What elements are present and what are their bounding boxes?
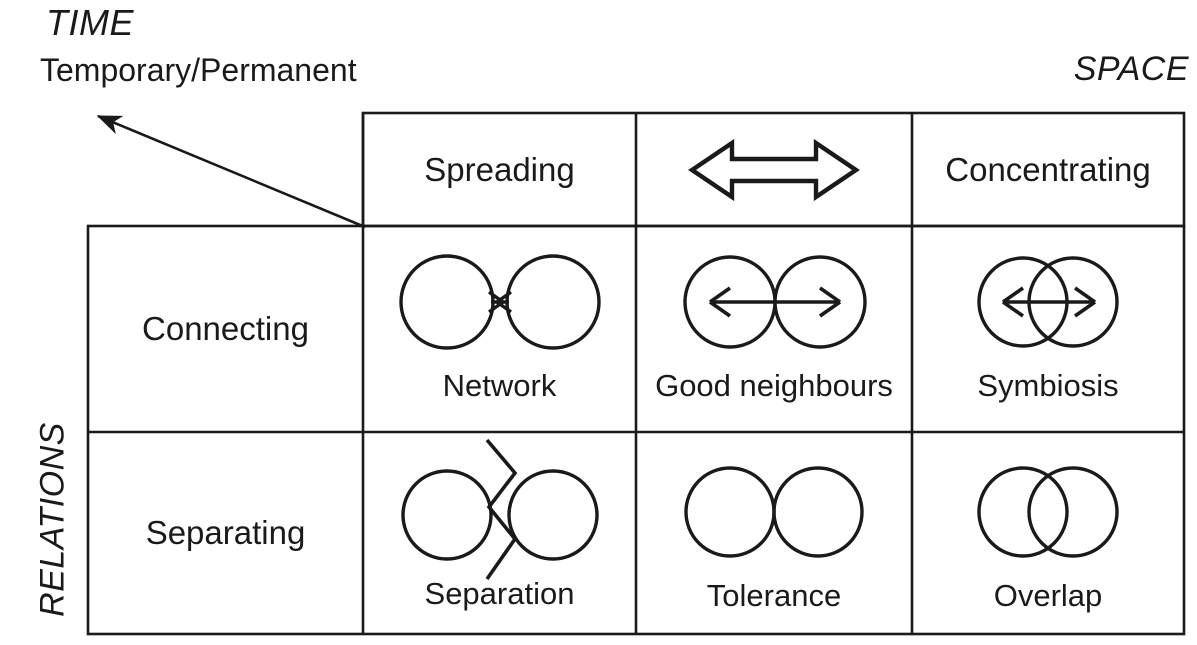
cell-good-neighbours: Good neighbours <box>636 226 912 432</box>
double-headed-outline-arrow-icon <box>688 138 860 201</box>
column-header-spreading: Spreading <box>363 113 636 226</box>
two-tangent-circles-icon <box>674 452 874 572</box>
cell-separation: Separation <box>363 432 636 634</box>
cell-good-neighbours-caption: Good neighbours <box>655 368 893 403</box>
two-separate-circles-with-double-arrow-icon <box>395 242 605 362</box>
axis-label-space: SPACE <box>1073 50 1189 88</box>
row-header-connecting-label: Connecting <box>142 310 309 347</box>
row-header-separating-label: Separating <box>145 514 306 551</box>
cell-network: Network <box>363 226 636 432</box>
two-overlapping-circles-icon <box>953 452 1143 572</box>
double-headed-arrow-icon <box>636 113 912 226</box>
cell-symbiosis: Symbiosis <box>912 226 1184 432</box>
cell-tolerance-caption: Tolerance <box>706 578 842 613</box>
cell-overlap-caption: Overlap <box>993 578 1103 613</box>
cell-tolerance: Tolerance <box>636 432 912 634</box>
row-header-connecting: Connecting <box>88 226 363 432</box>
column-header-concentrating-label: Concentrating <box>945 150 1151 188</box>
cell-network-caption: Network <box>442 368 557 403</box>
arrow-up-left-icon <box>96 114 366 229</box>
cell-separation-caption: Separation <box>424 576 575 611</box>
row-header-separating: Separating <box>88 432 363 634</box>
column-header-concentrating: Concentrating <box>912 113 1184 226</box>
cell-overlap: Overlap <box>912 432 1184 634</box>
axis-label-relations: RELATIONS <box>33 422 72 617</box>
two-overlapping-circles-with-double-arrow-icon <box>953 242 1143 362</box>
axis-label-time: TIME <box>46 2 134 43</box>
two-tangent-circles-with-double-arrow-icon <box>674 242 874 362</box>
two-separate-circles-with-zigzag-icon <box>395 438 605 581</box>
axis-sublabel-temporary-permanent: Temporary/Permanent <box>40 52 357 88</box>
column-header-spreading-label: Spreading <box>424 150 575 188</box>
column-header-arrow <box>636 113 912 226</box>
cell-symbiosis-caption: Symbiosis <box>977 368 1119 403</box>
